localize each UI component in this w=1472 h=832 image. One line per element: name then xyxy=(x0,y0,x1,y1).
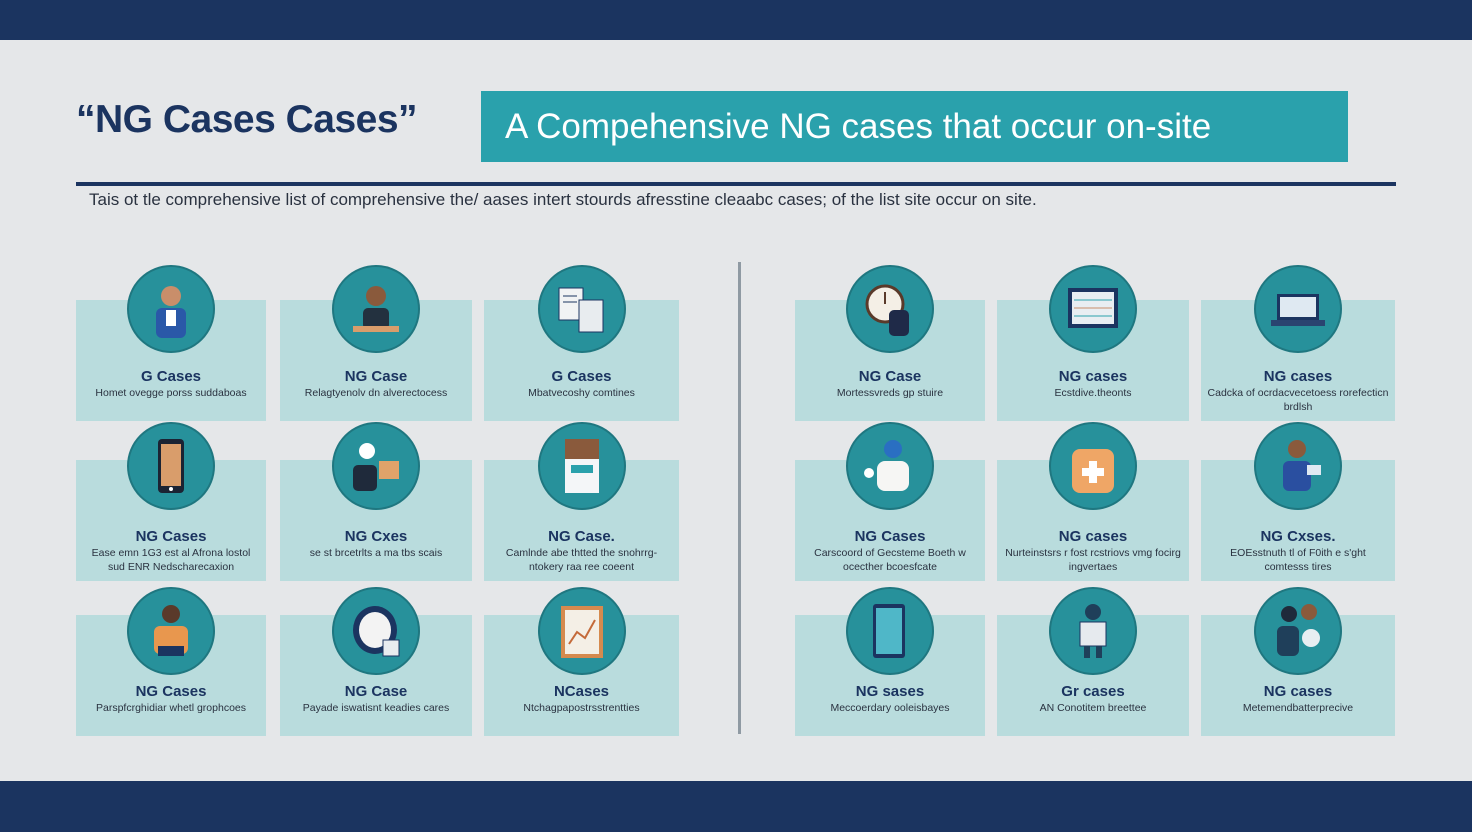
case-card-description: Relagtyenolv dn alverectocess xyxy=(304,387,448,399)
case-card-description: AN Conotitem breettee xyxy=(1039,702,1147,714)
case-card-title: NG Case xyxy=(344,368,408,385)
case-card-description: EOEsstnuth tl of F0ith e s'ght comtesss … xyxy=(1230,547,1366,573)
case-card-description: Metemendbatterprecive xyxy=(1242,702,1354,714)
worker-at-table-icon xyxy=(332,265,420,353)
case-card-title: G Cases xyxy=(140,368,202,385)
case-card-title: NG Cases xyxy=(135,683,207,700)
case-card-title: NG Case xyxy=(344,683,408,700)
documents-icon xyxy=(537,265,626,353)
laptop-icon xyxy=(1254,265,1342,353)
center-divider xyxy=(738,262,741,734)
helmet-icon xyxy=(332,587,420,675)
smartphone-icon xyxy=(127,422,215,510)
case-card-description: Ease emn 1G3 est al Afrona lostol sud EN… xyxy=(91,547,251,573)
case-card-title: NG Case xyxy=(858,368,922,385)
banner: A Compehensive NG cases that occur on-si… xyxy=(481,91,1348,162)
case-card-title: NG cases xyxy=(1058,368,1128,385)
case-card-title: NG cases xyxy=(1263,683,1333,700)
person-at-desk-icon xyxy=(127,265,215,353)
case-card-description: Payade iswatisnt keadies cares xyxy=(302,702,450,714)
case-card-title: NCases xyxy=(553,683,610,700)
tablet-icon xyxy=(846,587,934,675)
bottom-band xyxy=(0,781,1472,832)
inspector-icon xyxy=(1254,422,1342,510)
banner-text: A Compehensive NG cases that occur on-si… xyxy=(505,106,1212,146)
case-card-description: se st brcetrlts a ma tbs scais xyxy=(309,547,443,559)
case-card-title: NG Cxes xyxy=(344,528,408,545)
case-card-description: Mbatvecoshy comtines xyxy=(528,387,635,399)
page-title: “NG Cases Cases” xyxy=(76,98,418,141)
case-card-description: Meccoerdary ooleisbayes xyxy=(830,702,950,714)
case-card-description: Mortessvreds gp stuire xyxy=(836,387,944,399)
case-card-title: NG cases xyxy=(1263,368,1333,385)
case-card-description: Ntchagpapostrsstrentties xyxy=(523,702,640,714)
case-card-title: NG Cases xyxy=(135,528,207,545)
subtitle: Tais ot tle comprehensive list of compre… xyxy=(89,190,1037,209)
case-card-title: NG Cases xyxy=(854,528,926,545)
case-card-title: NG Case. xyxy=(548,528,615,545)
case-card-description: Parspfcrghidiar whetl grophcoes xyxy=(96,702,246,714)
case-card-title: NG Cxses. xyxy=(1260,528,1336,545)
courier-box-icon xyxy=(332,422,420,510)
case-card-title: NG cases xyxy=(1058,528,1128,545)
clipboard-chart-icon xyxy=(537,587,626,675)
case-card-description: Homet ovegge porss suddaboas xyxy=(95,387,247,399)
case-card-description: Cadcka of ocrdacvecetoess rorefecticn br… xyxy=(1207,387,1389,413)
header-rule xyxy=(76,182,1396,186)
top-band xyxy=(0,0,1472,40)
robot-figure-icon xyxy=(1049,587,1137,675)
shopper-icon xyxy=(846,422,934,510)
worker-with-sign-icon xyxy=(127,587,215,675)
case-card-title: G Cases xyxy=(551,368,612,385)
case-card-title: NG sases xyxy=(855,683,925,700)
case-card-title: Gr cases xyxy=(1061,683,1125,700)
case-card-description: Nurteinstsrs r fost rcstriovs vmg focirg… xyxy=(1005,547,1181,573)
case-card-description: Camlnde abe thtted the snohrrg- ntokery … xyxy=(505,547,658,573)
case-card-description: Carscoord of Gecsteme Boeth w ocecther b… xyxy=(814,547,966,573)
monitor-table-icon xyxy=(1049,265,1137,353)
case-card-description: Ecstdive.theonts xyxy=(1054,387,1132,399)
workers-icon xyxy=(1254,587,1342,675)
machine-icon xyxy=(537,422,626,510)
first-aid-bag-icon xyxy=(1049,422,1137,510)
clock-person-icon xyxy=(846,265,934,353)
